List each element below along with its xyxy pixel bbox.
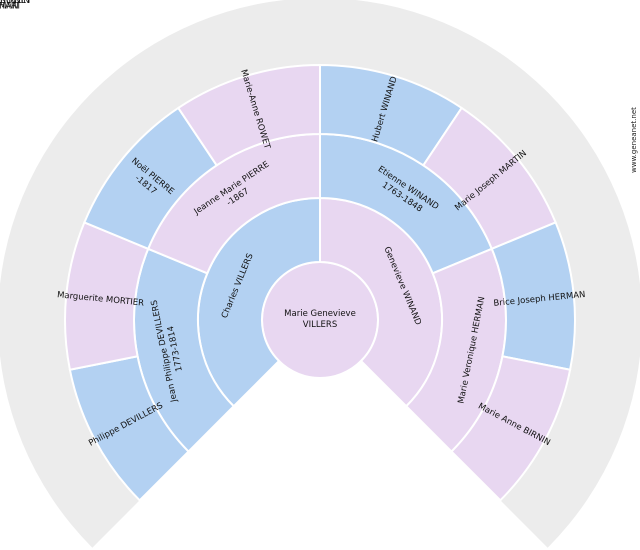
person-name-label: Jean Francois	[0, 0, 29, 1]
watermark-text: www.geneanet.net	[630, 107, 638, 173]
ancestor-cells	[65, 65, 576, 502]
person-cell-g3-mmm[interactable]	[450, 355, 572, 502]
person-name-label: VILLERS	[303, 320, 337, 330]
person-name-label: Martin BIRNIN	[0, 0, 30, 6]
person-name-label: Marie Genevieve	[284, 309, 356, 319]
person-name-label: Marie Francoise	[0, 0, 33, 1]
person-name-label: PINCHART	[0, 2, 22, 12]
person-name-label: HERMAN	[0, 2, 19, 12]
person-name-label: Jeanne ROWET	[0, 0, 32, 6]
